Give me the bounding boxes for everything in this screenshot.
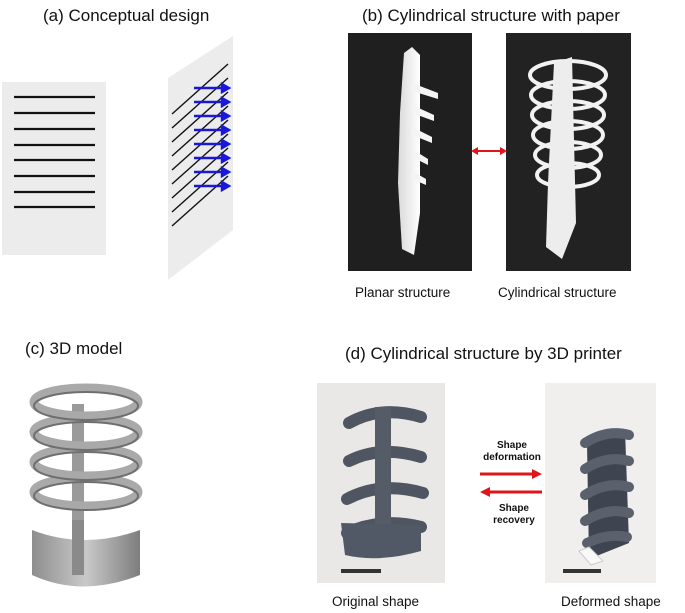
cylindrical-structure-label: Cylindrical structure	[498, 285, 617, 300]
original-shape-label: Original shape	[332, 594, 420, 609]
conceptual-design-figure	[0, 30, 245, 290]
shape-deformation-label: Shape deformation	[483, 440, 541, 463]
flat-sheet-slits	[14, 95, 95, 209]
3d-model-render	[22, 370, 182, 600]
cylindrical-structure-photo	[506, 33, 631, 271]
transform-double-arrow	[471, 147, 507, 155]
caption-a: (a) Conceptual design	[43, 6, 210, 25]
planar-structure-label: Planar structure	[355, 285, 451, 300]
deformed-shape-photo	[545, 383, 656, 583]
planar-structure-photo	[348, 33, 472, 271]
caption-d: (d) Cylindrical structure by 3D printer	[345, 344, 622, 363]
original-shape-photo	[317, 383, 445, 583]
shape-recovery-label: Shape recovery	[493, 503, 535, 526]
deformed-shape-label: Deformed shape	[561, 594, 661, 609]
blue-arrows	[194, 81, 232, 193]
caption-b: (b) Cylindrical structure with paper	[362, 6, 620, 25]
caption-c: (c) 3D model	[25, 339, 123, 358]
deformation-arrow	[480, 469, 542, 479]
recovery-arrow	[480, 487, 542, 497]
flat-sheet	[2, 82, 106, 255]
